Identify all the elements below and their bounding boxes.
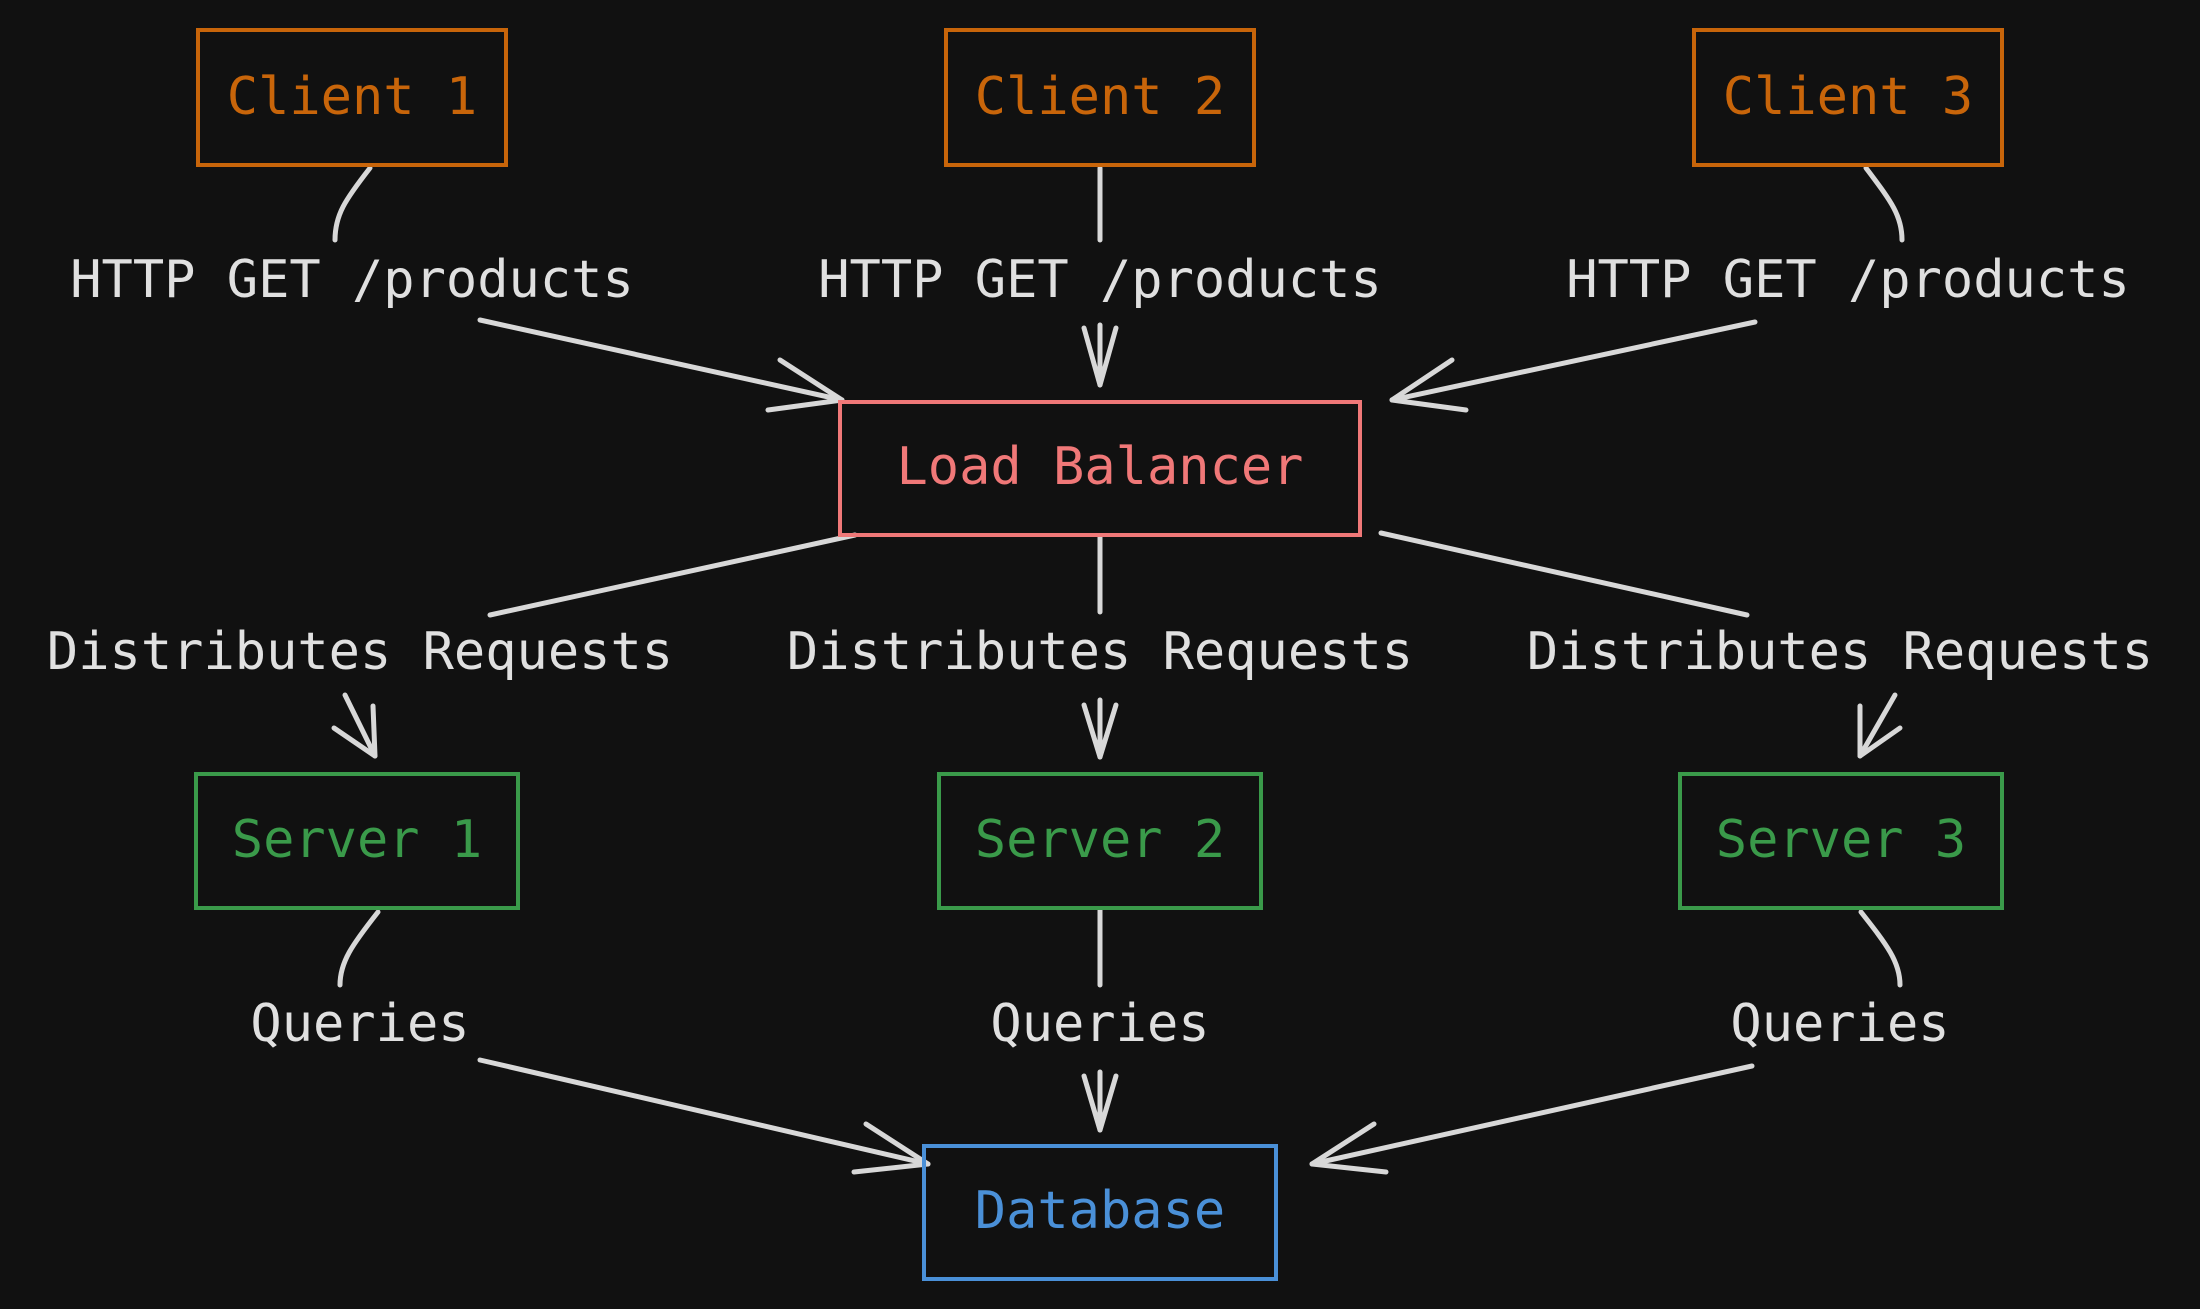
edge-label-server-1: Distributes Requests xyxy=(47,622,673,682)
edge-server-1-to-database-line xyxy=(337,909,381,988)
edge-client-3-to-load-balancer-line xyxy=(1863,165,1905,243)
node-server-3-box xyxy=(1678,772,2004,910)
node-database: Database xyxy=(922,1144,1278,1281)
node-load-balancer-box xyxy=(838,400,1362,537)
arrowhead-icon xyxy=(1081,702,1119,760)
edge-label-client-3: HTTP GET /products xyxy=(1566,250,2130,310)
edge-label-database-3: Queries xyxy=(1730,994,1949,1054)
edges xyxy=(331,165,1905,1175)
arrowhead-icon xyxy=(1389,357,1469,413)
node-server-1: Server 1 xyxy=(194,772,520,910)
edge-load-balancer-to-server-3-line xyxy=(1857,692,1898,759)
edge-client-1-to-load-balancer-line xyxy=(477,317,845,403)
arrowhead-icon xyxy=(1081,325,1119,388)
edge-server-3-to-database-line xyxy=(1309,1063,1755,1167)
node-server-3-label: Server 3 xyxy=(1716,810,1966,870)
node-client-2: Client 2 xyxy=(944,28,1256,167)
node-client-1-box xyxy=(196,28,508,167)
arrowhead-icon xyxy=(1081,1073,1119,1133)
node-database-label: Database xyxy=(975,1181,1225,1241)
edge-load-balancer-to-server-1-line xyxy=(487,532,858,618)
edge-load-balancer-to-server-1-line xyxy=(342,692,378,759)
edge-server-1-to-database-line xyxy=(477,1057,931,1167)
edge-label-server-2: Distributes Requests xyxy=(787,622,1413,682)
arrowhead-icon xyxy=(1857,703,1903,759)
node-server-1-box xyxy=(194,772,520,910)
edge-client-1-to-load-balancer-line xyxy=(332,165,373,243)
node-client-3-label: Client 3 xyxy=(1723,67,1973,127)
node-client-2-box xyxy=(944,28,1256,167)
node-server-2-label: Server 2 xyxy=(975,810,1225,870)
edge-load-balancer-to-server-3-line xyxy=(1378,530,1750,618)
arrowhead-icon xyxy=(331,703,378,759)
arrowhead-icon xyxy=(851,1121,931,1175)
node-client-1-label: Client 1 xyxy=(227,67,477,127)
edge-label-server-3: Distributes Requests xyxy=(1527,622,2153,682)
node-load-balancer-label: Load Balancer xyxy=(897,437,1304,497)
node-server-3: Server 3 xyxy=(1678,772,2004,910)
node-client-3-box xyxy=(1692,28,2004,167)
edge-label-database-2: Queries xyxy=(990,994,1209,1054)
edge-server-3-to-database-line xyxy=(1858,909,1903,988)
node-server-2-box xyxy=(937,772,1263,910)
edge-label-client-1: HTTP GET /products xyxy=(70,250,634,310)
node-client-1: Client 1 xyxy=(196,28,508,167)
node-load-balancer: Load Balancer xyxy=(838,400,1362,537)
edge-client-3-to-load-balancer-line xyxy=(1389,319,1758,403)
node-database-box xyxy=(922,1144,1278,1281)
edge-labels: HTTP GET /products HTTP GET /products HT… xyxy=(47,250,2153,1054)
node-client-2-label: Client 2 xyxy=(975,67,1225,127)
node-server-1-label: Server 1 xyxy=(232,810,482,870)
arrowhead-icon xyxy=(1309,1121,1389,1175)
node-server-2: Server 2 xyxy=(937,772,1263,910)
edge-label-database-1: Queries xyxy=(250,994,469,1054)
edge-label-client-2: HTTP GET /products xyxy=(818,250,1382,310)
node-client-3: Client 3 xyxy=(1692,28,2004,167)
